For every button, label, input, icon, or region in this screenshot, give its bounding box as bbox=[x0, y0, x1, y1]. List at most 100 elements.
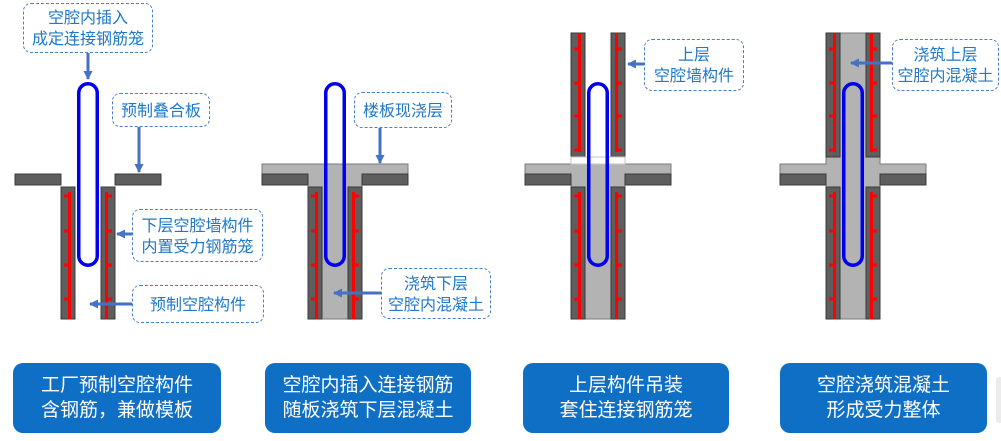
rebar-stirrup bbox=[615, 81, 622, 85]
rebar-bar bbox=[315, 192, 318, 319]
precast-slab-right bbox=[114, 173, 162, 186]
caption-line: 套住连接钢筋笼 bbox=[559, 399, 693, 421]
precast-slab-right bbox=[361, 173, 409, 186]
callout-line: 上层 bbox=[677, 45, 710, 64]
rebar-stirrup bbox=[311, 229, 318, 233]
rebar-bar bbox=[833, 192, 836, 319]
rebar-stirrup bbox=[829, 47, 836, 51]
rebar-stirrup bbox=[574, 229, 581, 233]
rebar-stirrup bbox=[870, 194, 877, 198]
rebar-stirrup bbox=[64, 194, 71, 198]
callout-precast-hollow-member: 预制空腔构件 bbox=[132, 285, 264, 323]
rebar-stirrup bbox=[615, 47, 622, 51]
rebar-bar bbox=[870, 33, 873, 152]
caption-line: 含钢筋，兼做模板 bbox=[40, 399, 193, 421]
rebar-stirrup bbox=[574, 263, 581, 267]
rebar-bar bbox=[578, 192, 581, 319]
rebar-bar bbox=[615, 33, 618, 152]
callout-line: 下层空腔墙构件 bbox=[141, 215, 254, 235]
callout-line: 预制空腔构件 bbox=[149, 294, 246, 314]
rebar-stirrup bbox=[574, 297, 581, 301]
rebar-stirrup bbox=[352, 229, 359, 233]
caption-line: 空腔内插入连接钢筋 bbox=[282, 374, 454, 396]
callout-line: 预制叠合板 bbox=[120, 100, 201, 120]
rebar-stirrup bbox=[615, 229, 622, 233]
rebar-stirrup bbox=[105, 194, 112, 198]
rebar-stirrup bbox=[829, 114, 836, 118]
rebar-stirrup bbox=[870, 148, 877, 152]
wall-sections bbox=[14, 32, 927, 320]
rebar-bar bbox=[105, 192, 108, 319]
callout-lower-cavity-concrete: 浇筑下层 空腔内混凝土 bbox=[381, 268, 491, 319]
rebar-stirrup bbox=[829, 81, 836, 85]
callout-line: 空腔内混凝土 bbox=[387, 294, 484, 314]
rebar-stirrup bbox=[615, 114, 622, 118]
callout-composite-slab: 预制叠合板 bbox=[112, 93, 210, 127]
rebar-stirrup bbox=[829, 263, 836, 267]
connecting-rebar-cage bbox=[587, 82, 609, 267]
step-3-caption: 上层构件吊装 套住连接钢筋笼 bbox=[523, 363, 729, 433]
rebar-stirrup bbox=[64, 263, 71, 267]
callout-lower-wall-cage: 下层空腔墙构件 内置受力钢筋笼 bbox=[132, 209, 263, 262]
rebar-stirrup bbox=[870, 47, 877, 51]
caption-line: 随板浇筑下层混凝土 bbox=[282, 399, 454, 421]
wall-joint-gap bbox=[570, 156, 626, 165]
step-3-section bbox=[524, 32, 672, 320]
rebar-stirrup bbox=[574, 81, 581, 85]
callout-line: 空腔内混凝土 bbox=[897, 66, 994, 85]
callout-line: 成定连接钢筋笼 bbox=[31, 29, 144, 48]
rebar-bar bbox=[615, 192, 618, 319]
step-2-section bbox=[261, 82, 409, 320]
callout-line: 浇筑下层 bbox=[403, 273, 468, 293]
callout-connecting-cage: 空腔内插入 成定连接钢筋笼 bbox=[23, 3, 153, 53]
rebar-stirrup bbox=[829, 194, 836, 198]
connecting-rebar-cage bbox=[324, 82, 346, 267]
callout-arrows bbox=[83, 53, 892, 309]
callout-slab-topping: 楼板现浇层 bbox=[354, 92, 452, 128]
rebar-stirrup bbox=[870, 263, 877, 267]
rebar-stirrup bbox=[829, 297, 836, 301]
cast-in-place-concrete bbox=[524, 163, 672, 320]
rebar-stirrup bbox=[870, 114, 877, 118]
rebar-stirrup bbox=[574, 194, 581, 198]
rebar-stirrup bbox=[615, 297, 622, 301]
precast-slab-right bbox=[879, 173, 927, 186]
step-1-section bbox=[14, 82, 162, 320]
precast-slab-right bbox=[624, 173, 672, 186]
rebar-stirrup bbox=[870, 229, 877, 233]
rebar-bar bbox=[68, 192, 71, 319]
rebar-stirrup bbox=[574, 148, 581, 152]
precast-slab-left bbox=[261, 173, 309, 186]
caption-line: 形成受力整体 bbox=[826, 399, 941, 421]
connecting-rebar-cage bbox=[77, 82, 99, 267]
callout-line: 楼板现浇层 bbox=[362, 100, 443, 120]
rebar-stirrup bbox=[615, 263, 622, 267]
step-1-caption: 工厂预制空腔构件 含钢筋，兼做模板 bbox=[13, 363, 221, 433]
rebar-stirrup bbox=[574, 114, 581, 118]
rebar-bar bbox=[578, 33, 581, 152]
rebar-stirrup bbox=[352, 194, 359, 198]
rebar-stirrup bbox=[870, 297, 877, 301]
caption-line: 工厂预制空腔构件 bbox=[40, 374, 193, 396]
callout-upper-cavity-concrete: 浇筑上层 空腔内混凝土 bbox=[892, 39, 999, 91]
precast-slab-left bbox=[524, 173, 572, 186]
callout-line: 内置受力钢筋笼 bbox=[141, 236, 254, 256]
rebar-stirrup bbox=[105, 297, 112, 301]
rebar-stirrup bbox=[64, 229, 71, 233]
callout-upper-wall: 上层 空腔墙构件 bbox=[644, 39, 744, 91]
step-4-section bbox=[779, 32, 927, 320]
rebar-bar bbox=[352, 192, 355, 319]
rebar-stirrup bbox=[64, 297, 71, 301]
rebar-stirrup bbox=[352, 297, 359, 301]
caption-line: 空腔浇筑混凝土 bbox=[816, 374, 950, 396]
cropped-edge-shape bbox=[996, 377, 1001, 423]
rebar-stirrup bbox=[105, 229, 112, 233]
precast-slab-left bbox=[779, 173, 827, 186]
callout-line: 空腔内插入 bbox=[47, 8, 128, 27]
rebar-stirrup bbox=[352, 263, 359, 267]
callout-line: 浇筑上层 bbox=[913, 45, 978, 64]
rebar-bar bbox=[833, 33, 836, 152]
rebar-stirrup bbox=[870, 81, 877, 85]
step-4-caption: 空腔浇筑混凝土 形成受力整体 bbox=[780, 363, 987, 433]
